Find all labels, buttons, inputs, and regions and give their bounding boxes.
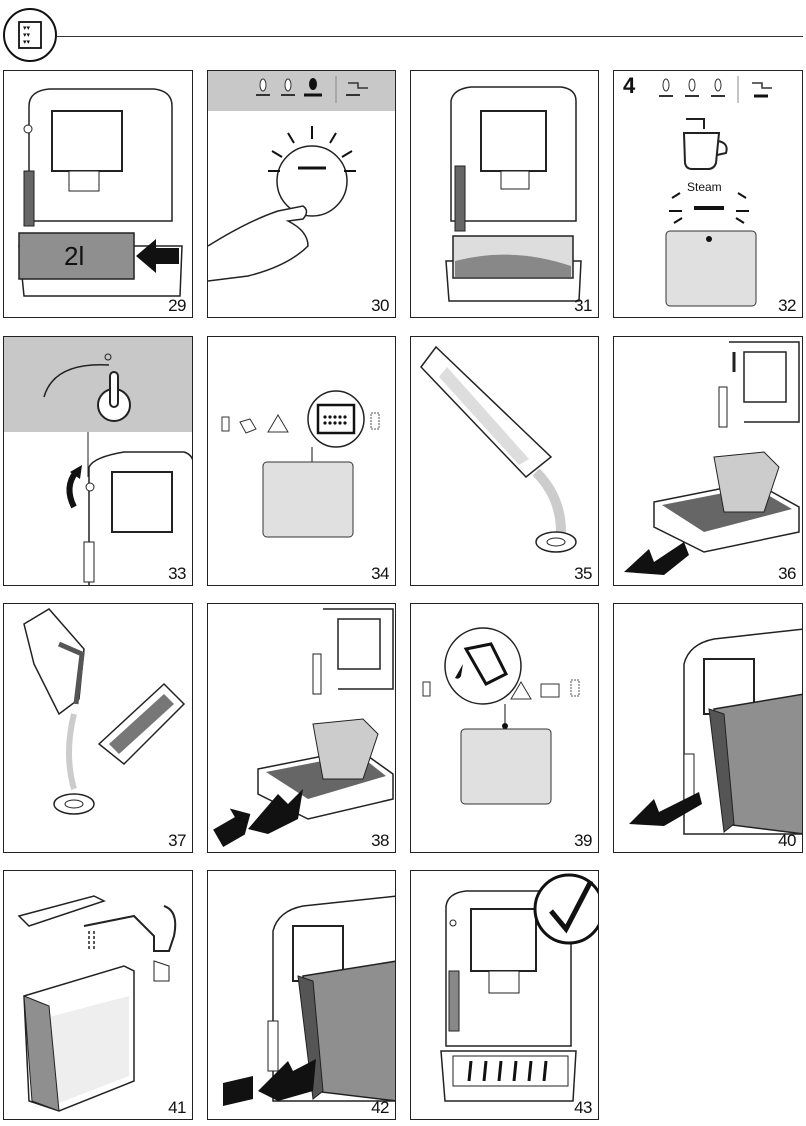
step-31-panel: 31 <box>410 70 599 318</box>
step-39-panel: 39 <box>410 603 599 853</box>
steam-light-illustration <box>614 71 802 307</box>
machine-ready-illustration <box>440 873 598 1102</box>
step-number: 36 <box>778 564 796 583</box>
step-36-panel: 36 <box>613 336 803 586</box>
step-32-panel: 4 Steam 32 <box>613 70 803 318</box>
press-descale-button-illustration <box>208 71 395 282</box>
step-number: 43 <box>574 1098 592 1117</box>
step-number: 41 <box>168 1098 186 1117</box>
step-42-panel: 42 <box>207 870 396 1120</box>
step-number: 38 <box>371 831 389 850</box>
step-37-panel: 37 <box>3 603 193 853</box>
step-number: 39 <box>574 831 592 850</box>
header-rule <box>57 36 803 37</box>
turn-steam-knob-illustration <box>4 337 192 585</box>
remove-drip-tray-illustration <box>624 341 800 575</box>
step-29-panel: 2l 29 <box>3 70 193 318</box>
empty-drip-tray-illustration <box>23 608 186 815</box>
step-indicator: 4 <box>623 73 636 98</box>
capacity-label: 2l <box>64 241 85 271</box>
step-33-panel: 33 <box>3 336 193 586</box>
step-number: 29 <box>168 296 186 315</box>
svg-text:▾▾: ▾▾ <box>23 24 31 32</box>
steam-label: Steam <box>687 180 722 194</box>
step-number: 30 <box>371 296 389 315</box>
step-number: 32 <box>778 296 796 315</box>
step-number: 31 <box>574 296 592 315</box>
empty-container-illustration <box>420 345 577 553</box>
step-38-panel: 38 <box>207 603 396 853</box>
step-34-panel: 34 <box>207 336 396 586</box>
step-number: 40 <box>778 831 796 850</box>
step-35-panel: 35 <box>410 336 599 586</box>
step-number: 34 <box>371 564 389 583</box>
step-30-panel: 30 <box>207 70 396 318</box>
step-number: 37 <box>168 831 186 850</box>
water-container-light-illustration <box>221 390 380 538</box>
svg-text:▾▾: ▾▾ <box>23 38 31 46</box>
descale-icon: ▾▾▾▾▾▾ <box>18 21 42 49</box>
remove-water-tank-illustration <box>629 628 802 835</box>
step-43-panel: 43 <box>410 870 599 1120</box>
container-under-spout-illustration <box>445 86 582 302</box>
step-number: 42 <box>371 1098 389 1117</box>
step-41-panel: 41 <box>3 870 193 1120</box>
descale-header-icon: ▾▾▾▾▾▾ <box>3 8 57 62</box>
drip-tray-light-illustration <box>422 627 580 805</box>
step-number: 33 <box>168 564 186 583</box>
insert-water-tank-illustration <box>223 895 395 1106</box>
step-40-panel: 40 <box>613 603 803 853</box>
svg-text:▾▾: ▾▾ <box>23 31 31 39</box>
fill-water-tank-illustration <box>17 895 177 1112</box>
insert-drip-tray-illustration <box>213 608 394 847</box>
machine-drip-tray-illustration <box>18 88 183 297</box>
step-number: 35 <box>574 564 592 583</box>
